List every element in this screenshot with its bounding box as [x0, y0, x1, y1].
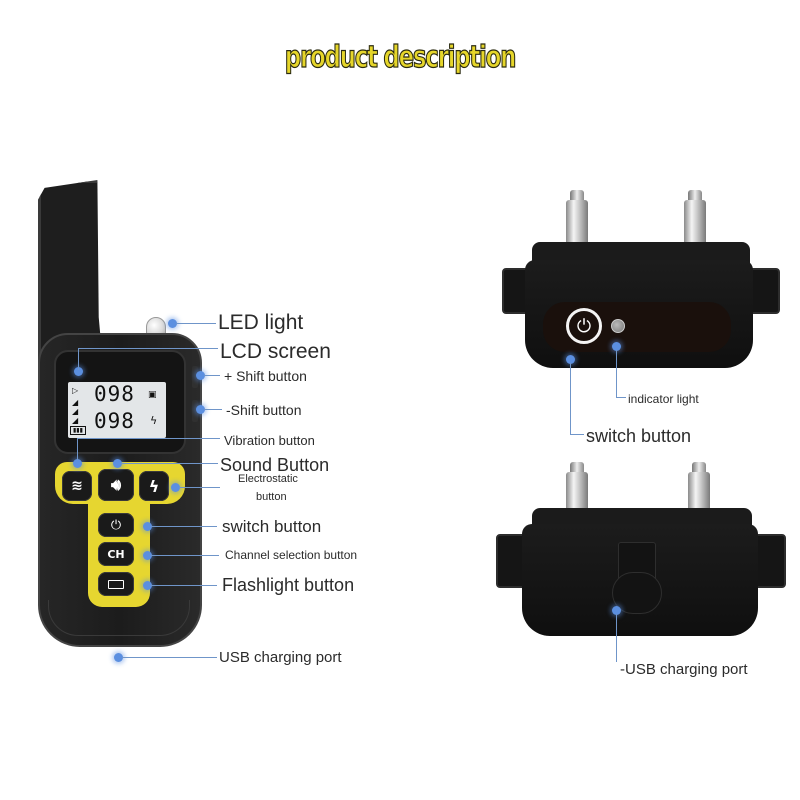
callout-line — [121, 463, 218, 464]
page-title: product description — [284, 39, 517, 75]
lightning-icon: ϟ — [150, 414, 158, 427]
minus-shift-side-button[interactable] — [192, 400, 198, 422]
power-button[interactable]: ⏻ — [98, 513, 134, 537]
speaker-icon: ▷ — [72, 386, 79, 395]
dog-icon: ◢ — [72, 398, 79, 407]
lcd-bottom-value: 098 — [94, 409, 135, 433]
flashlight-button[interactable] — [98, 572, 134, 596]
remote-bottom-panel — [48, 600, 190, 636]
lcd-screen: ▷ ◢ ◢ ◢ ▮▮▮ 098 098 ▣ ϟ — [68, 382, 166, 438]
label-lcd-screen: LCD screen — [220, 340, 331, 363]
callout-dot — [171, 483, 180, 492]
channel-button[interactable]: CH — [98, 542, 134, 566]
vibration-icon: ≋ — [71, 478, 83, 494]
dog-icon: ◢ — [72, 416, 79, 425]
power-icon: ⏻ — [576, 315, 592, 337]
label-usb: USB charging port — [219, 649, 342, 666]
lcd-top-value: 098 — [94, 382, 135, 406]
label-vibration: Vibration button — [224, 433, 315, 448]
callout-line — [570, 434, 584, 435]
speaker-icon: 🔊︎ — [110, 475, 122, 494]
vibration-icon: ▣ — [148, 390, 157, 400]
callout-dot — [73, 459, 82, 468]
plus-shift-side-button[interactable] — [192, 366, 198, 388]
callout-dot — [114, 653, 123, 662]
label-switch: switch button — [222, 517, 322, 536]
callout-dot — [143, 551, 152, 560]
callout-line — [78, 348, 218, 349]
callout-line — [616, 614, 617, 662]
battery-icon: ▮▮▮ — [70, 426, 86, 435]
callout-dot — [612, 606, 621, 615]
label-flashlight: Flashlight button — [222, 575, 355, 595]
vibration-button[interactable]: ≋ — [62, 471, 92, 501]
callout-line — [151, 526, 217, 527]
power-icon: ⏻ — [110, 517, 122, 533]
label-sound: Sound Button — [220, 455, 330, 475]
callout-dot — [113, 459, 122, 468]
indicator-light — [611, 319, 625, 333]
label-collar-switch: switch button — [586, 426, 692, 446]
callout-line — [176, 323, 216, 324]
label-plus-shift: + Shift button — [224, 368, 307, 384]
callout-line — [616, 397, 626, 398]
label-collar-usb: -USB charging port — [620, 661, 748, 678]
callout-dot — [143, 581, 152, 590]
callout-line — [179, 487, 220, 488]
callout-dot — [168, 319, 177, 328]
label-electrostatic-line1: Electrostatic — [238, 473, 298, 485]
callout-line — [151, 555, 219, 556]
label-indicator-light: indicator light — [628, 392, 699, 406]
callout-line — [77, 438, 78, 460]
sound-button[interactable]: 🔊︎ — [98, 469, 134, 501]
callout-dot — [196, 405, 205, 414]
callout-line — [204, 375, 220, 376]
lightning-icon: ϟ — [148, 476, 160, 496]
callout-line — [78, 348, 79, 370]
dog-icon: ◢ — [72, 407, 79, 416]
callout-dot — [74, 367, 83, 376]
collar-power-button[interactable]: ⏻ — [566, 308, 602, 344]
callout-line — [122, 657, 217, 658]
callout-line — [616, 350, 617, 398]
callout-line — [570, 363, 571, 435]
callout-dot — [196, 371, 205, 380]
callout-dot — [612, 342, 621, 351]
callout-line — [204, 409, 222, 410]
electrostatic-button[interactable]: ϟ — [139, 471, 169, 501]
strap-loop-right — [748, 268, 780, 314]
label-led-light: LED light — [218, 311, 304, 334]
usb-port-cover[interactable] — [612, 572, 662, 614]
label-minus-shift: -Shift button — [226, 402, 302, 418]
callout-line — [77, 438, 220, 439]
channel-label: CH — [107, 547, 125, 561]
callout-dot — [566, 355, 575, 364]
callout-dot — [143, 522, 152, 531]
label-channel: Channel selection button — [225, 548, 358, 562]
callout-line — [151, 585, 217, 586]
label-electrostatic-line2: button — [256, 491, 287, 503]
flashlight-icon — [108, 579, 124, 589]
